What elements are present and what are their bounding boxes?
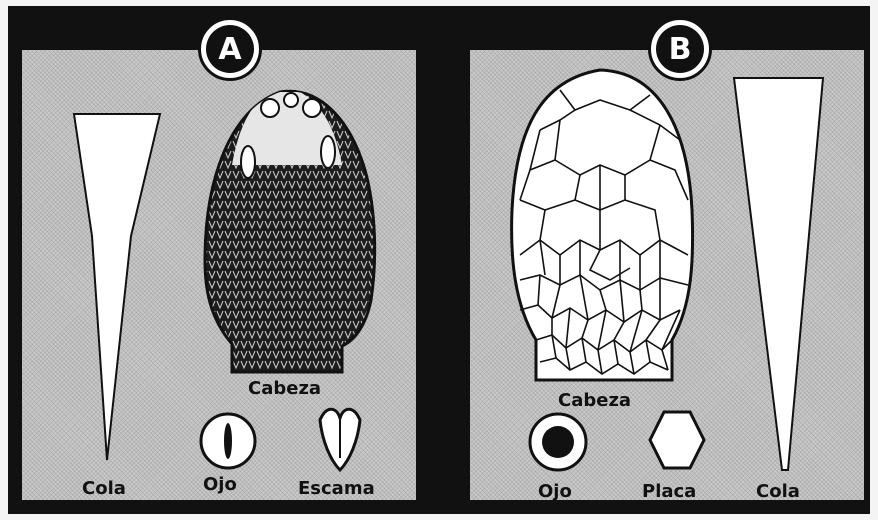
panel-a-label-ojo: Ojo bbox=[203, 474, 237, 495]
panel-b-label-ojo: Ojo bbox=[538, 481, 572, 502]
panel-a-eye-icon bbox=[201, 414, 255, 468]
panel-a-head-eye-right bbox=[321, 136, 335, 168]
panel-b-plate-icon bbox=[650, 412, 704, 468]
panel-a-label-cabeza: Cabeza bbox=[248, 378, 321, 399]
panel-a-scale-icon bbox=[320, 409, 360, 470]
panel-b-head bbox=[512, 70, 693, 380]
panel-a-head-eye-left bbox=[241, 146, 255, 178]
panel-a-label-escama: Escama bbox=[298, 478, 375, 499]
panel-a-label-cola: Cola bbox=[82, 478, 126, 499]
panel-a-head bbox=[205, 91, 375, 372]
panel-b-label-cabeza: Cabeza bbox=[558, 390, 631, 411]
panel-b-label-cola: Cola bbox=[756, 481, 800, 502]
panel-b-label-placa: Placa bbox=[642, 481, 696, 502]
panel-b-tail-shape bbox=[734, 78, 823, 470]
panel-a-tail-shape bbox=[74, 114, 160, 460]
panel-b-eye-icon bbox=[530, 414, 586, 470]
